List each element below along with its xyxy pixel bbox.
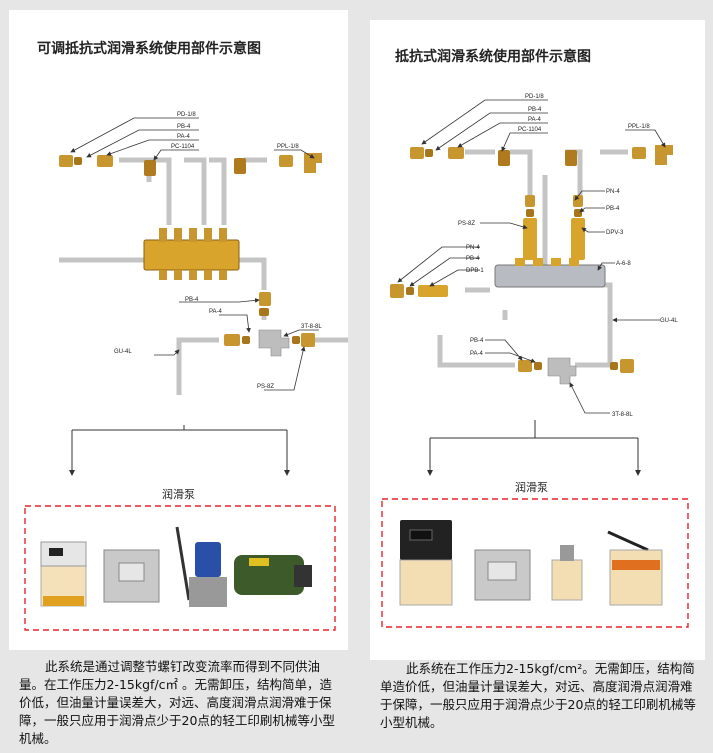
- left-distributor: [143, 228, 240, 280]
- label-3t88l: 3T-8-8L: [301, 324, 322, 330]
- left-description: 此系统是通过调整节螺钉改变流率而得到不同供油量。在工作压力2-15kgf/c㎡ …: [19, 659, 335, 746]
- pump-small-manual: [551, 545, 583, 601]
- pump-motor: [234, 555, 312, 595]
- right-pump-title: 润滑泵: [515, 480, 548, 494]
- fitting-pd18: [59, 155, 73, 167]
- tee-3t88l: [258, 329, 290, 357]
- r-label-pb4-b: PB-4: [466, 256, 480, 262]
- right-pump-box: [381, 498, 689, 628]
- left-mid-fittings: [224, 292, 315, 357]
- left-top-fittings: [59, 153, 322, 176]
- pump-lever: [607, 530, 663, 606]
- fitting-ppl18: [304, 153, 322, 173]
- left-split-arrows: [69, 425, 290, 476]
- left-pump-title: 润滑泵: [162, 487, 195, 501]
- left-title: 可调抵抗式润滑系统使用部件示意图: [37, 41, 261, 57]
- label-pa4-mid: PA-4: [209, 309, 223, 315]
- label-gu4l: GU-4L: [114, 349, 132, 355]
- r-label-pd18: PD-1/8: [525, 94, 544, 100]
- r-label-pc1104: PC-1104: [518, 127, 542, 133]
- left-pump-images: [40, 526, 312, 607]
- fitting-ppl18-sleeve: [279, 155, 293, 167]
- pump-box-grey: [474, 549, 531, 601]
- r-label-pa4-c: PA-4: [470, 351, 484, 357]
- left-pipes: [59, 157, 348, 395]
- right-manifold: [494, 258, 606, 288]
- label-pb4-mid: PB-4: [185, 297, 199, 303]
- right-pump-images: [399, 520, 663, 606]
- label-pd18: PD-1/8: [177, 112, 196, 118]
- r-label-pn4-b: PN-4: [466, 245, 480, 251]
- r-label-dpb1: DPB-1: [466, 268, 484, 274]
- pump-manual-grease: [175, 526, 227, 607]
- clamp-right: [234, 158, 246, 174]
- pump-electric-small: [40, 541, 87, 607]
- right-top-fittings: [410, 145, 673, 166]
- sleeve: [74, 157, 82, 165]
- left-diagram: PD-1/8 PB-4 PA-4 PC-1104 PPL-1/8 PB-4 PA…: [24, 112, 348, 631]
- r-label-pn4-a: PN-4: [606, 189, 620, 195]
- left-diagram-panel: 可调抵抗式润滑系统使用部件示意图: [9, 10, 348, 746]
- r-label-3t88l: 3T-8-8L: [612, 412, 633, 418]
- label-pc1104: PC-1104: [171, 144, 195, 150]
- label-pb4-top: PB-4: [177, 124, 191, 130]
- right-bottom-fittings: [518, 357, 634, 385]
- label-ppl18: PPL-1/8: [277, 144, 299, 150]
- label-ps8z: PS-8Z: [257, 384, 274, 390]
- r-label-pb4-a: PB-4: [606, 206, 620, 212]
- label-pa4-top: PA-4: [177, 134, 191, 140]
- pump-electric-digital: [399, 520, 453, 606]
- fitting-pb4: [97, 155, 113, 167]
- r-label-a68: A-6-8: [616, 261, 631, 267]
- left-pump-box: [24, 505, 336, 631]
- right-dpv-valves: [523, 195, 585, 260]
- right-title: 抵抗式润滑系统使用部件示意图: [395, 49, 591, 65]
- right-diagram: PD-1/8 PB-4 PA-4 PC-1104 PPL-1/8 PN-4 PB…: [381, 94, 689, 628]
- right-left-fittings: [390, 284, 448, 298]
- r-label-ppl18: PPL-1/8: [628, 124, 650, 130]
- clamp-pc1104: [144, 160, 156, 176]
- r-label-gu4l: GU-4L: [660, 318, 678, 324]
- r-label-dpv3: DPV-3: [606, 230, 624, 236]
- right-description: 此系统在工作压力2-15kgf/cm²。无需卸压，结构简单造价低，但油量计量误差…: [380, 661, 696, 730]
- r-label-pa4-top: PA-4: [528, 117, 542, 123]
- r-label-pb4-top: PB-4: [528, 107, 542, 113]
- r-label-ps8z: PS-8Z: [458, 221, 475, 227]
- right-diagram-panel: 抵抗式润滑系统使用部件示意图: [370, 20, 705, 730]
- r-label-pb4-c: PB-4: [470, 338, 484, 344]
- pump-box: [103, 549, 160, 603]
- right-split-arrows: [427, 420, 641, 476]
